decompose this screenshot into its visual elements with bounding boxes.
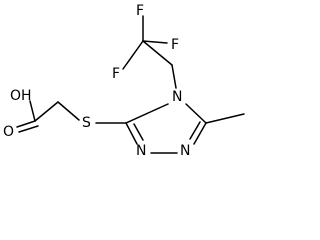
atom-label-n4: N: [172, 89, 182, 105]
bond-cf3-f-right: [142, 40, 168, 44]
atom-label-s: S: [82, 115, 91, 131]
bond-c-o-double-1: [16, 120, 36, 128]
atom-label-n1: N: [180, 143, 190, 159]
bond-c3-n4: [125, 103, 169, 124]
bond-ch2-cooh: [34, 101, 59, 122]
atom-label-o: O: [3, 124, 14, 140]
bond-s-ch2: [57, 101, 80, 121]
atom-label-f-right: F: [171, 37, 179, 53]
bond-c-oh: [29, 100, 36, 122]
atom-label-f-left: F: [112, 66, 120, 82]
bond-n4-c5: [185, 103, 207, 124]
atom-label-f-top: F: [136, 3, 144, 19]
bond-n2-c3: [125, 122, 138, 145]
chemical-structure: F F F N N N S OH O: [3, 3, 245, 159]
bond-cf3-ch2: [142, 40, 173, 66]
bond-cf3-f-left: [122, 40, 144, 70]
bond-c5-methyl: [205, 113, 245, 124]
bond-n2-c3-double: [133, 123, 144, 141]
bond-c5-n1: [193, 122, 207, 145]
bond-c5-n1-double: [189, 121, 201, 140]
atom-label-oh: OH: [10, 88, 32, 104]
bond-c-o-double-2: [18, 125, 39, 133]
atom-label-n2: N: [136, 143, 146, 159]
bond-ch2-n4: [171, 64, 177, 89]
